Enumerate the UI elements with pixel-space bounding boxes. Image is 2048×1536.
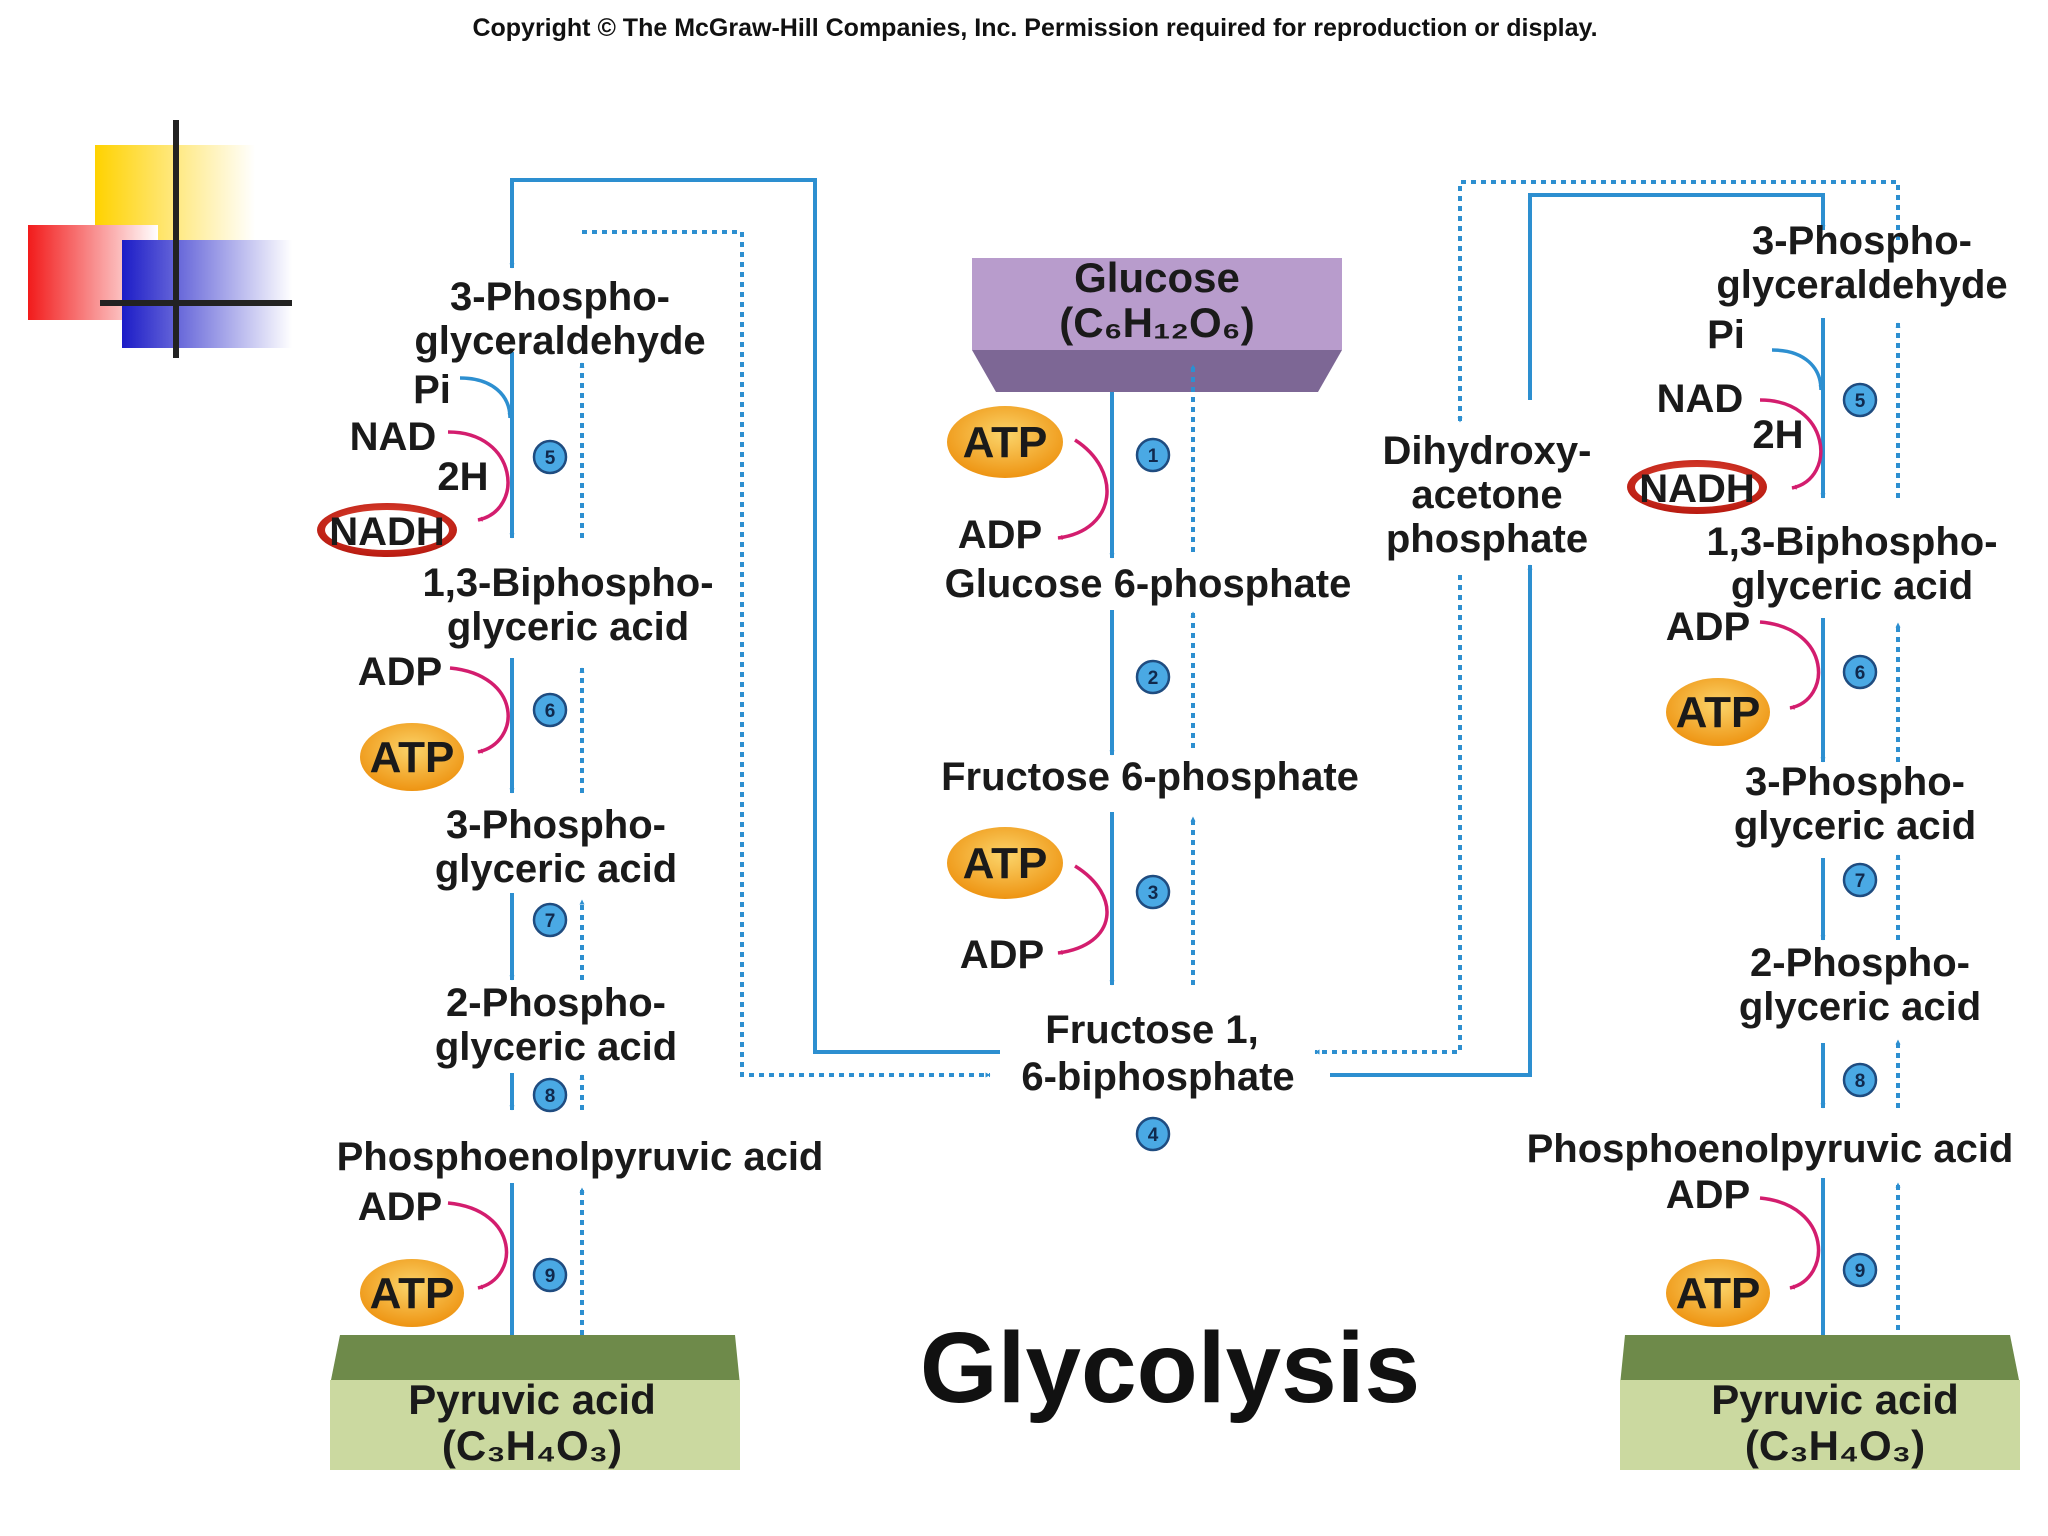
dhap-label-line2: acetone xyxy=(1411,473,1562,517)
right-branch xyxy=(1759,318,1901,1381)
atp-label: ATP xyxy=(370,733,455,782)
atp-bubble xyxy=(1666,1259,1770,1327)
right-g3p-label-line2: glyceraldehyde xyxy=(1716,263,2007,307)
right-bpg-label-line2: glyceric acid xyxy=(1731,564,1973,608)
atp-bubble xyxy=(360,723,464,791)
right-pg3-label-line2: glyceric acid xyxy=(1734,804,1976,848)
adp-label: ADP xyxy=(358,650,442,694)
atp-label: ATP xyxy=(963,839,1048,888)
right-pyruvic-formula: (C₃H₄O₃) xyxy=(1745,1422,1925,1469)
left-pyruvic-box xyxy=(330,1335,740,1470)
atp-label: ATP xyxy=(1676,688,1761,737)
right-g3p-label-line1: 3-Phospho- xyxy=(1752,219,1972,263)
right-bpg-label-line1: 1,3-Biphospho- xyxy=(1706,520,1997,564)
step-number: 5 xyxy=(545,448,556,469)
adp-label: ADP xyxy=(958,513,1042,557)
left-pyruvic-formula: (C₃H₄O₃) xyxy=(442,1422,622,1469)
atp-label: ATP xyxy=(370,1269,455,1318)
nad-label: NAD xyxy=(1657,377,1744,421)
atp-bubble xyxy=(1666,678,1770,746)
left-bpg-label-line2: glyceric acid xyxy=(447,605,689,649)
dhap-label-line1: Dihydroxy- xyxy=(1383,429,1592,473)
decorative-corner-logo xyxy=(28,120,292,358)
left-g3p-label-line2: glyceraldehyde xyxy=(414,319,705,363)
left-pg3-label-line1: 3-Phospho- xyxy=(446,803,666,847)
right-pep-label: Phosphoenolpyruvic acid xyxy=(1527,1127,2014,1171)
right-pyruvic-box xyxy=(1620,1335,2020,1470)
atp-label: ATP xyxy=(1676,1269,1761,1318)
step-number: 7 xyxy=(545,911,556,932)
left-pg2-label-line2: glyceric acid xyxy=(435,1025,677,1069)
step-number: 4 xyxy=(1148,1125,1159,1146)
connector-dhap-to-right-g3p xyxy=(1528,193,1826,400)
atp-bubble xyxy=(947,827,1063,899)
left-bpg-label-line1: 1,3-Biphospho- xyxy=(422,561,713,605)
glucose-box xyxy=(972,258,1342,392)
right-pg2-label-line1: 2-Phospho- xyxy=(1750,941,1970,985)
right-pg2-label-line2: glyceric acid xyxy=(1739,985,1981,1029)
connector-dhap-to-fbp xyxy=(1314,575,1462,1055)
nadh-label: NADH xyxy=(329,510,445,554)
left-branch xyxy=(447,352,585,1376)
nad-label: NAD xyxy=(350,415,437,459)
copyright-notice: Copyright © The McGraw-Hill Companies, I… xyxy=(472,14,1597,42)
adp-label: ADP xyxy=(960,933,1044,977)
glucose-label: Glucose xyxy=(1074,254,1240,301)
left-pg3-label-line2: glyceric acid xyxy=(435,847,677,891)
cofactor-curve-step1 xyxy=(1057,438,1109,540)
step-number: 8 xyxy=(1855,1071,1866,1092)
glucose-formula: (C₆H₁₂O₆) xyxy=(1059,299,1254,346)
connector-left-reverse-to-fbp xyxy=(582,230,991,1078)
nadh-bubble xyxy=(1627,460,1767,514)
diagram-title: Glycolysis xyxy=(920,1312,1420,1424)
cofactor-curve-step3 xyxy=(1057,864,1109,955)
fructose-6-phosphate-label: Fructose 6-phosphate xyxy=(941,755,1359,799)
fructose-bp-label-line2: 6-biphosphate xyxy=(1021,1055,1294,1099)
pi-label: Pi xyxy=(413,368,451,412)
adp-label: ADP xyxy=(1666,605,1750,649)
connector-fbp-to-dhap xyxy=(1330,564,1533,1077)
atp-bubble xyxy=(947,406,1063,478)
left-g3p-label-line1: 3-Phospho- xyxy=(450,275,670,319)
adp-label: ADP xyxy=(1666,1173,1750,1217)
step-number: 3 xyxy=(1148,883,1159,904)
h2-label: 2H xyxy=(1752,413,1803,457)
nadh-label: NADH xyxy=(1639,467,1755,511)
step-number: 8 xyxy=(545,1086,556,1107)
left-pg2-label-line1: 2-Phospho- xyxy=(446,981,666,1025)
pi-label: Pi xyxy=(1707,313,1745,357)
right-pyruvic-label: Pyruvic acid xyxy=(1711,1376,1958,1423)
adp-label: ADP xyxy=(358,1185,442,1229)
connector-fbp-to-left-g3p xyxy=(509,178,1000,1054)
step-number: 9 xyxy=(545,1266,556,1287)
step-number: 1 xyxy=(1148,446,1159,467)
dhap-label-line3: phosphate xyxy=(1386,517,1588,561)
right-pg3-label-line1: 3-Phospho- xyxy=(1745,760,1965,804)
fructose-bp-label-line1: Fructose 1, xyxy=(1045,1008,1258,1052)
step-number: 9 xyxy=(1855,1261,1866,1282)
h2-label: 2H xyxy=(437,455,488,499)
atp-bubble xyxy=(360,1259,464,1327)
step-number: 5 xyxy=(1855,391,1866,412)
left-pyruvic-label: Pyruvic acid xyxy=(408,1376,655,1423)
glucose-6-phosphate-label: Glucose 6-phosphate xyxy=(945,562,1352,606)
nadh-bubble xyxy=(317,503,457,557)
left-pep-label: Phosphoenolpyruvic acid xyxy=(337,1135,824,1179)
atp-label: ATP xyxy=(963,418,1048,467)
step-number: 7 xyxy=(1855,871,1866,892)
step-number: 6 xyxy=(545,701,556,722)
step-number: 2 xyxy=(1148,668,1159,689)
step-number: 6 xyxy=(1855,663,1866,684)
